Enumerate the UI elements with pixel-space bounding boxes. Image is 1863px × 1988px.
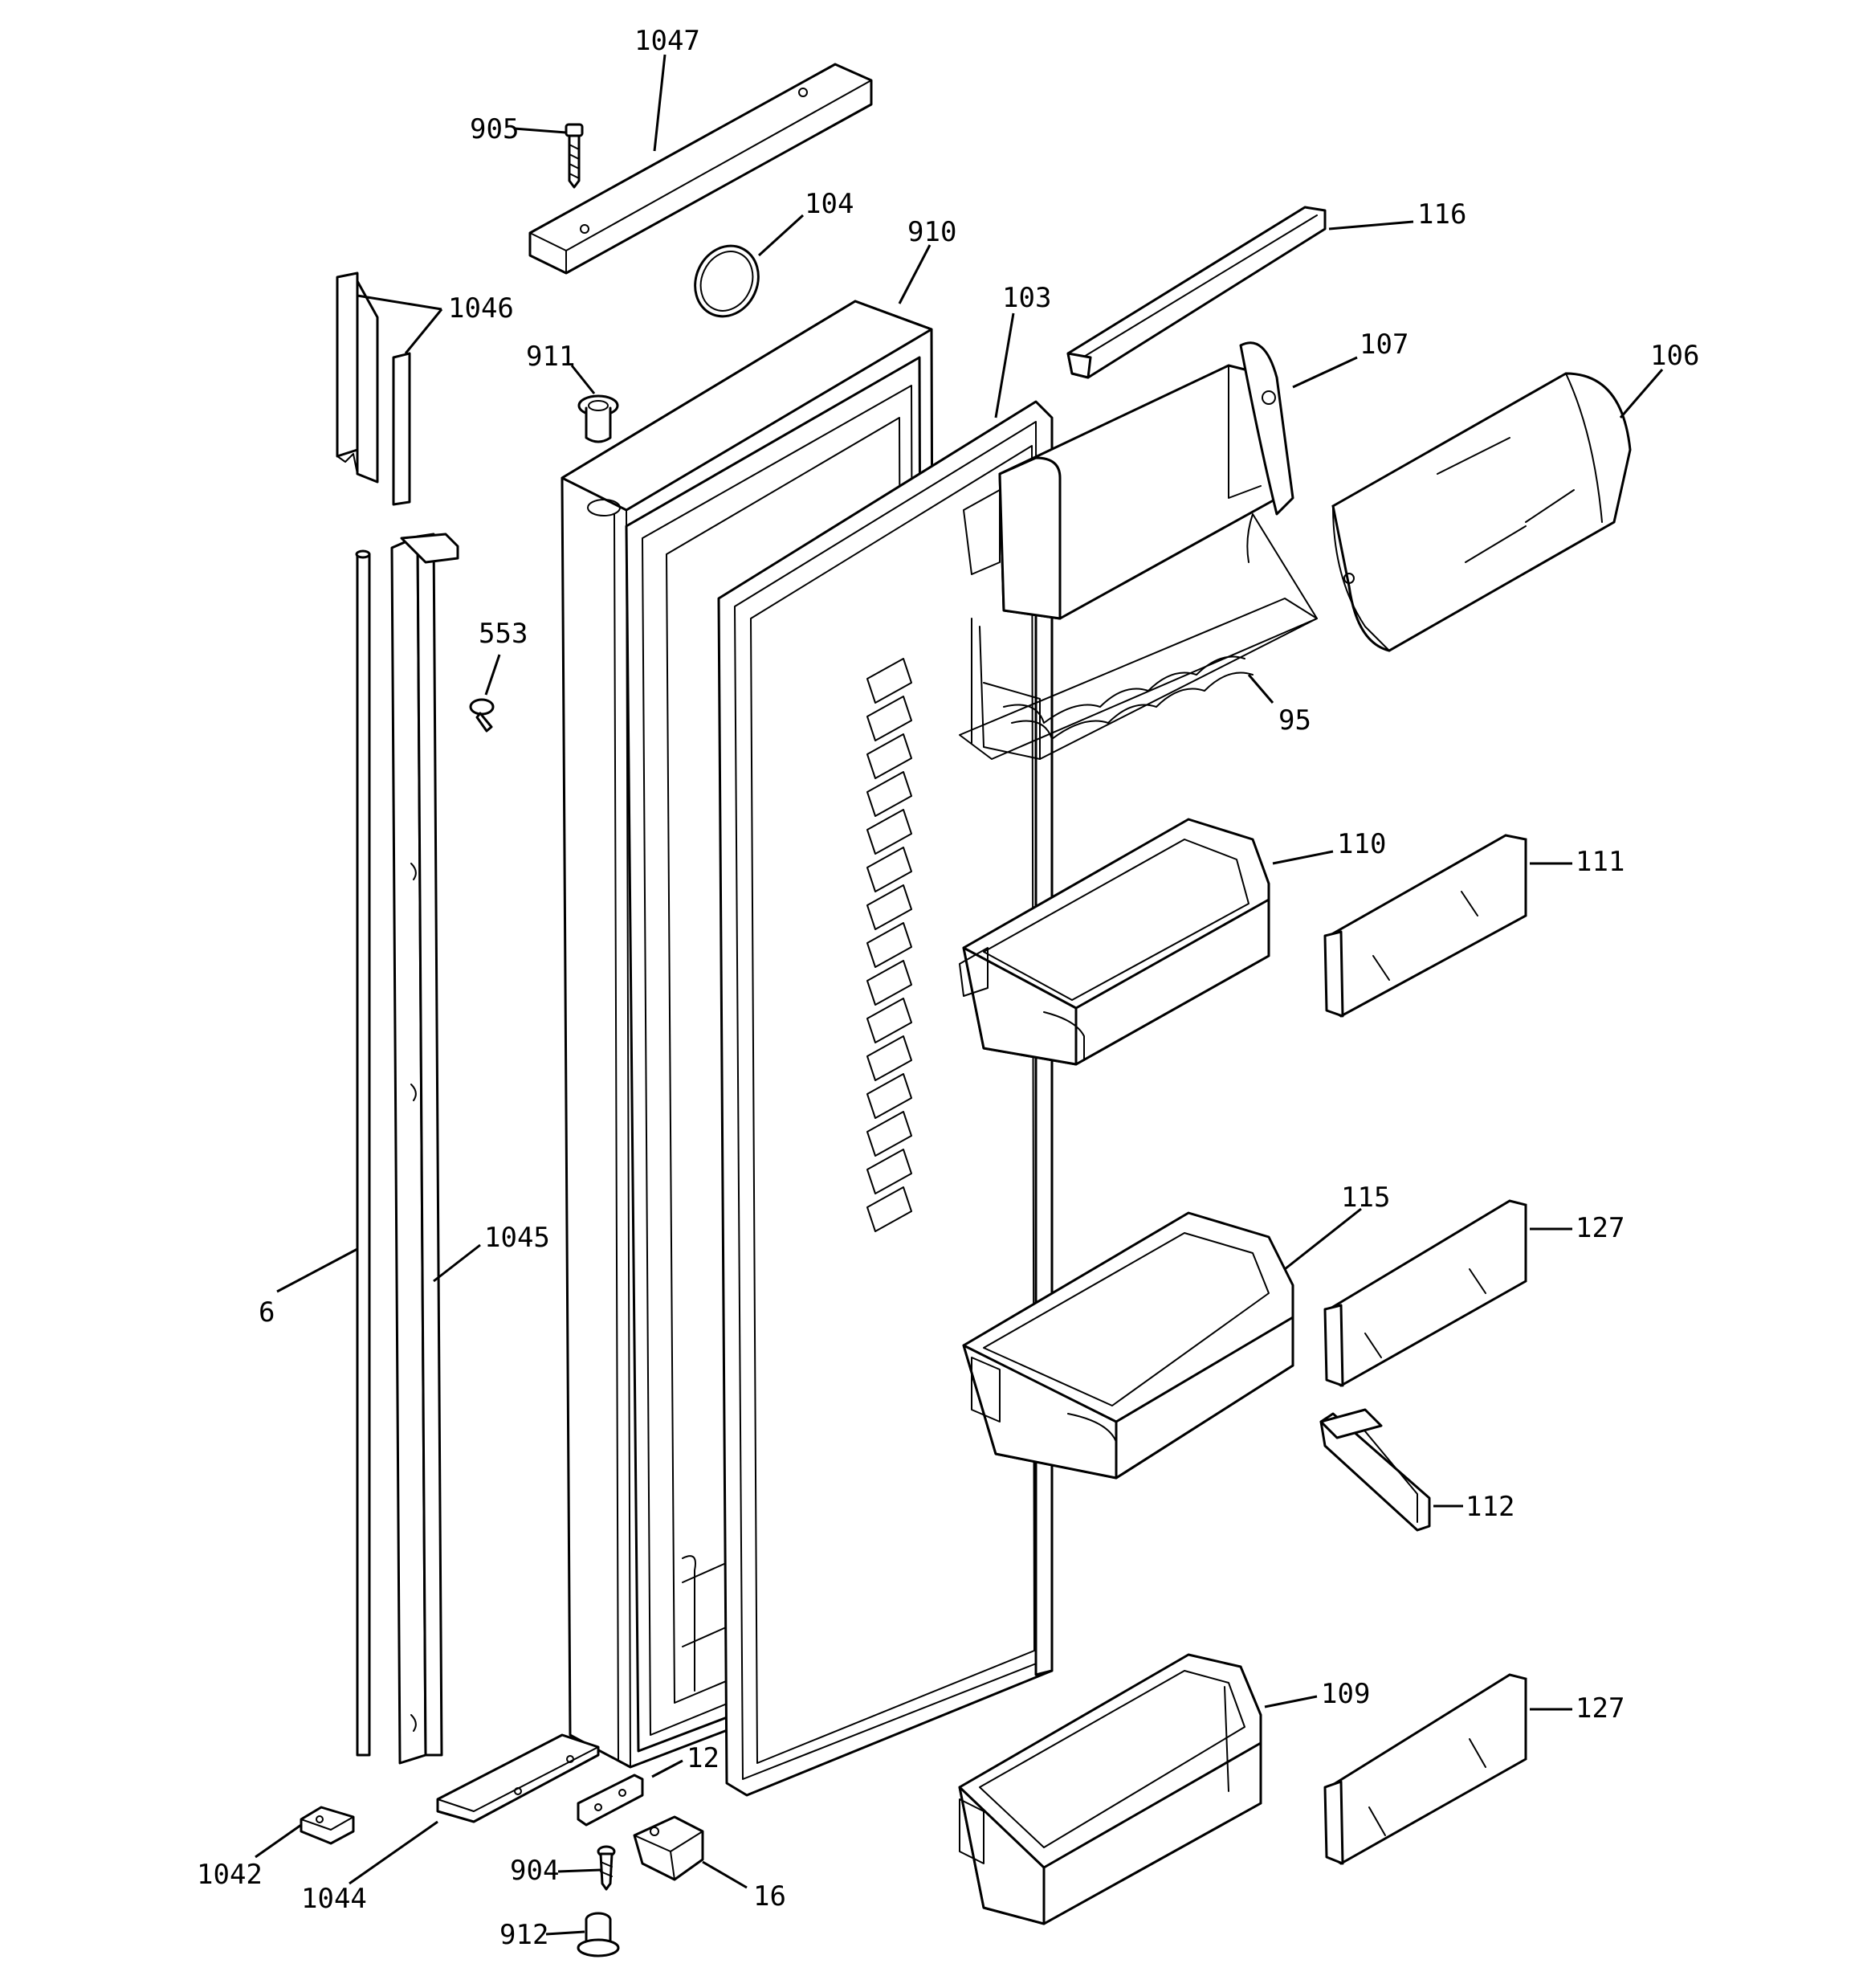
callout-1042: 1042 — [197, 1859, 263, 1891]
callout-6: 6 — [259, 1296, 275, 1329]
callout-112: 112 — [1466, 1491, 1514, 1523]
callout-904: 904 — [510, 1855, 559, 1887]
clip-part-1042 — [300, 1806, 355, 1845]
callout-115: 115 — [1341, 1182, 1390, 1214]
callout-109: 109 — [1321, 1678, 1370, 1710]
callout-labels: 1047 905 104 910 116 103 107 106 1046 91… — [197, 25, 1699, 1951]
rail-part-116 — [1066, 206, 1327, 379]
bin-part-110 — [959, 818, 1270, 1066]
callout-106: 106 — [1650, 340, 1699, 372]
callout-905: 905 — [470, 113, 519, 145]
callout-1045: 1045 — [484, 1222, 550, 1254]
wire-rack-part-95 — [959, 513, 1318, 760]
callout-1046: 1046 — [448, 292, 514, 325]
hinge-plate-part-1044 — [436, 1733, 600, 1823]
callout-111: 111 — [1576, 846, 1625, 878]
callout-127-lower: 127 — [1576, 1692, 1625, 1725]
callout-12: 12 — [687, 1742, 720, 1774]
glass-front-part-127-lower — [1323, 1673, 1527, 1865]
callout-553: 553 — [479, 618, 528, 650]
screw-part-553 — [469, 698, 495, 733]
channel-part-1045 — [390, 533, 459, 1765]
liner-rib-column — [866, 658, 912, 1232]
callout-127-upper: 127 — [1576, 1212, 1625, 1244]
callout-110: 110 — [1337, 828, 1386, 860]
callout-95: 95 — [1278, 704, 1311, 737]
cover-part-106 — [1331, 372, 1632, 652]
bracket-part-12 — [577, 1774, 644, 1827]
door-edge-strip — [1034, 605, 1054, 1676]
callout-16: 16 — [753, 1880, 786, 1912]
glass-front-part-111 — [1323, 834, 1527, 1018]
screw-part-905 — [565, 123, 584, 189]
bin-part-109 — [958, 1653, 1262, 1925]
screw-part-904 — [597, 1845, 616, 1891]
glass-front-part-127-upper — [1323, 1199, 1527, 1387]
callout-107: 107 — [1360, 329, 1408, 361]
callout-1047: 1047 — [634, 25, 700, 57]
bushing-part-912 — [577, 1912, 620, 1957]
callout-912: 912 — [499, 1919, 548, 1951]
callout-911: 911 — [526, 341, 575, 373]
door-gasket-part-103 — [717, 400, 1054, 1797]
callout-104: 104 — [805, 188, 854, 220]
bin-part-115 — [962, 1211, 1294, 1480]
hinge-part-16 — [633, 1815, 704, 1881]
hinge-bracket-part-1046 — [336, 271, 411, 506]
clip-part-112 — [1319, 1408, 1431, 1532]
callout-103: 103 — [1002, 282, 1051, 314]
bin-part-107 — [963, 341, 1294, 620]
bushing-part-911 — [577, 394, 619, 443]
leader-lines — [255, 54, 1664, 1936]
callout-1044: 1044 — [301, 1883, 367, 1915]
callout-116: 116 — [1417, 198, 1466, 231]
top-trim-part-1047 — [528, 63, 873, 275]
rod-part-6 — [355, 549, 371, 1757]
ring-part-104 — [694, 244, 760, 318]
callout-910: 910 — [907, 216, 956, 248]
